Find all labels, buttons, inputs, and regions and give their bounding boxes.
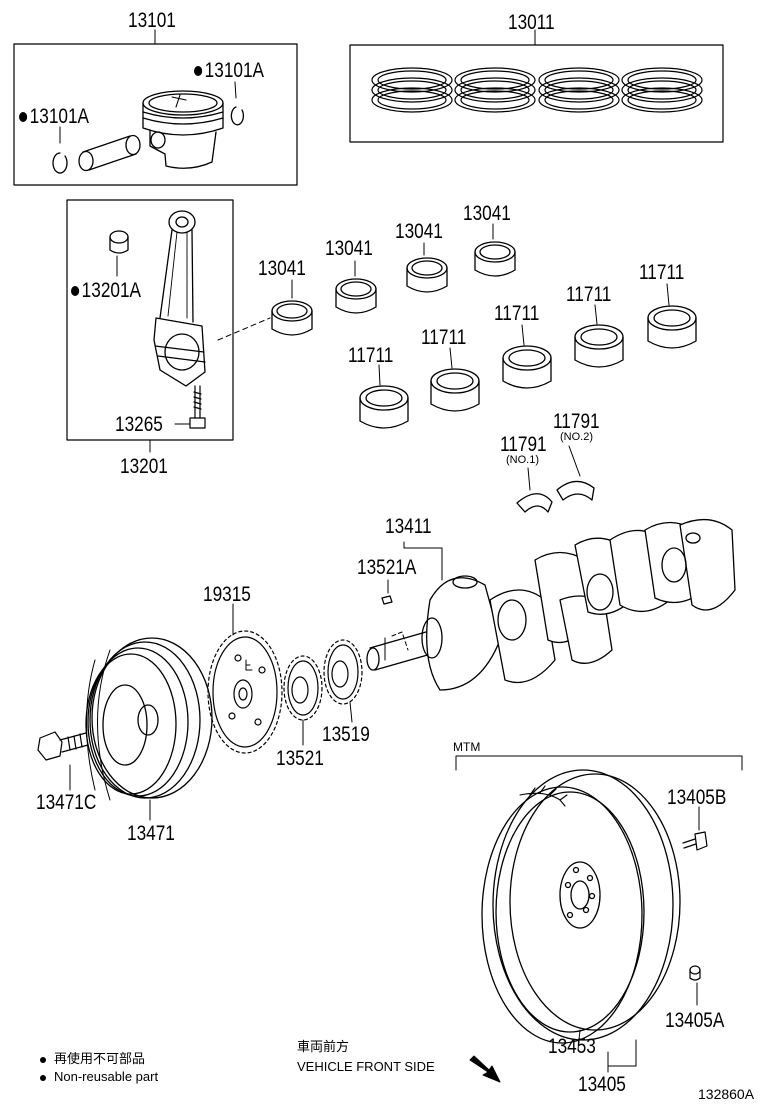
label-main-bearing-4: 11711 [566,283,612,306]
piston-rings [371,67,703,113]
pulley-bolt [37,731,89,761]
label-flywheel-assy: 13405 [578,1073,626,1096]
label-crank-pulley: 13471 [127,822,175,845]
label-conrod-bolt: 13265 [115,413,163,436]
label-thrust-washer-no1-sub: (NO.1) [506,454,539,466]
mtm-bracket [455,755,743,771]
non-reusable-dot-icon [19,112,28,123]
sensor-plate [207,630,283,754]
timing-sprocket [283,655,323,721]
piston-pin [78,134,141,172]
label-mtm: MTM [453,740,481,754]
legend-en: Non-reusable part [40,1070,158,1083]
label-conrod-assy: 13201 [120,455,168,478]
label-pulley-bolt: 13471C [36,791,97,814]
front-direction-arrow [469,1055,501,1083]
flywheel [481,769,681,1044]
label-conrod-bearing-1: 13041 [258,257,306,280]
legend-dot-icon [40,1074,46,1081]
conrod-bearings [271,241,516,336]
label-thrust-washer-no2-sub: (NO.2) [560,431,593,443]
label-conrod-bearing-4: 13041 [463,202,511,225]
crank-pulley [85,637,213,801]
legend-dot-icon [40,1056,46,1063]
label-main-bearing-3: 11711 [494,302,540,325]
snap-ring-left [52,152,68,174]
label-main-bearing-5: 11711 [639,261,685,284]
non-reusable-dot-icon [71,286,80,297]
non-reusable-dot-icon [194,66,203,77]
main-bearings [359,305,697,429]
pump-sprocket [323,639,363,705]
label-pump-sprocket: 13519 [322,723,370,746]
conrod-bushing [109,230,129,254]
legend-jp: 再使用不可部品 [40,1052,145,1065]
label-conrod-bushing: 13201A [71,280,141,301]
direction-jp: 車両前方 [297,1039,350,1054]
crank-key [381,595,393,605]
label-piston-set: 13101 [128,9,176,32]
label-timing-sprocket: 13521 [276,747,324,770]
label-sensor-plate: 19315 [203,583,251,606]
dowel-pin [689,965,701,981]
label-snap-ring-right: 13101A [194,60,264,81]
crankshaft [366,518,736,691]
piston [142,90,224,169]
flywheel-bolt [682,831,708,851]
snap-ring-right [230,106,244,126]
figure-id: 132860A [698,1086,755,1102]
label-thrust-washer-no1: 11791 [500,433,547,456]
direction-en: VEHICLE FRONT SIDE [297,1059,435,1074]
conrod-bolt [189,385,206,429]
label-main-bearing-1: 11711 [348,344,394,367]
ring-box [349,44,724,143]
label-main-bearing-2: 11711 [421,326,467,349]
thrust-washers [516,480,595,513]
conrod-box [66,199,234,441]
label-crank-key: 13521A [357,556,417,579]
label-ring-gear: 13453 [548,1035,596,1058]
label-crankshaft: 13411 [385,515,432,538]
label-thrust-washer-no2: 11791 [553,410,600,433]
label-conrod-bearing-2: 13041 [325,237,373,260]
label-conrod-bearing-3: 13041 [395,220,443,243]
connecting-rod [153,210,206,387]
label-piston-ring-set: 13011 [508,11,555,34]
label-snap-ring-left: 13101A [19,106,89,127]
label-dowel-pin: 13405A [665,1009,725,1032]
label-flywheel-bolt: 13405B [667,786,727,809]
